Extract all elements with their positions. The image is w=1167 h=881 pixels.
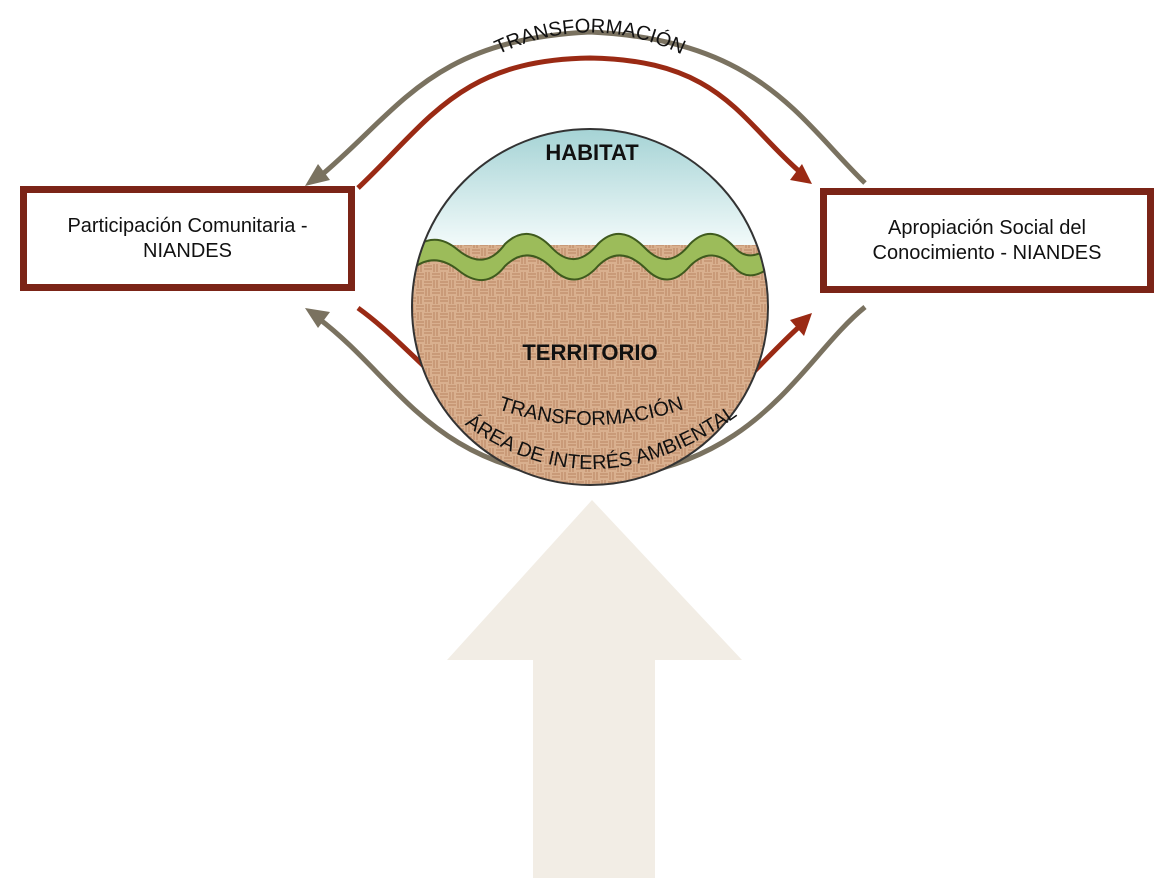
participacion-line1: Participación Comunitaria - [67,214,308,237]
big-up-arrow [447,500,742,878]
red-arrowhead-bottom-right [790,313,812,336]
apropiacion-line2: Conocimiento - NIANDES [872,241,1102,264]
gray-arrowhead-bottom-left [305,308,330,328]
red-arc-top [356,55,802,190]
grass-wave [412,233,768,281]
gray-arc-top [316,29,867,185]
apropiacion-box: Apropiación Social del Conocimiento - NI… [820,188,1154,293]
red-arrowhead-top-right [790,164,812,184]
apropiacion-line1: Apropiación Social del [888,216,1086,239]
gray-arrowhead-top-left [305,164,330,186]
participacion-box: Participación Comunitaria - NIANDES [20,186,355,291]
arc-top-label: TRANSFORMACIÓN [491,15,688,59]
participacion-line2: NIANDES [143,239,232,262]
habitat-label: HABITAT [545,140,639,165]
territorio-label: TERRITORIO [522,340,657,365]
